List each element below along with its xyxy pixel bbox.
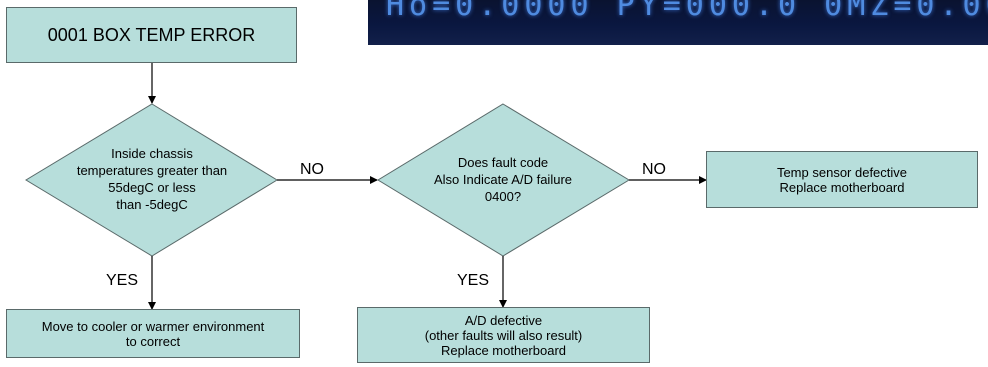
ad-result-text: A/D defective (other faults will also re…: [424, 312, 583, 358]
ad-result-box: A/D defective (other faults will also re…: [357, 307, 650, 363]
temp-sensor-result-text: Temp sensor defective Replace motherboar…: [776, 164, 908, 195]
yes-label-decision1: YES: [106, 272, 139, 289]
no-label-decision2: NO: [642, 161, 666, 178]
decision2-text: Does fault code Also Indicate A/D failur…: [433, 155, 573, 204]
decision1-text: Inside chassis temperatures greater than…: [76, 146, 228, 212]
no-label-decision1: NO: [300, 161, 324, 178]
title-box: 0001 BOX TEMP ERROR: [6, 7, 297, 63]
yes-label-decision2: YES: [457, 272, 490, 289]
environment-result-box: Move to cooler or warmer environment to …: [6, 309, 300, 358]
display-readout: Ho=0.0000 PY=000.0 0MZ=0.000: [386, 0, 988, 23]
environment-result-text: Move to cooler or warmer environment to …: [41, 318, 265, 349]
title-text: 0001 BOX TEMP ERROR: [47, 25, 256, 45]
temp-sensor-result-box: Temp sensor defective Replace motherboar…: [706, 151, 978, 208]
display-panel-photo: Ho=0.0000 PY=000.0 0MZ=0.000: [368, 0, 988, 45]
